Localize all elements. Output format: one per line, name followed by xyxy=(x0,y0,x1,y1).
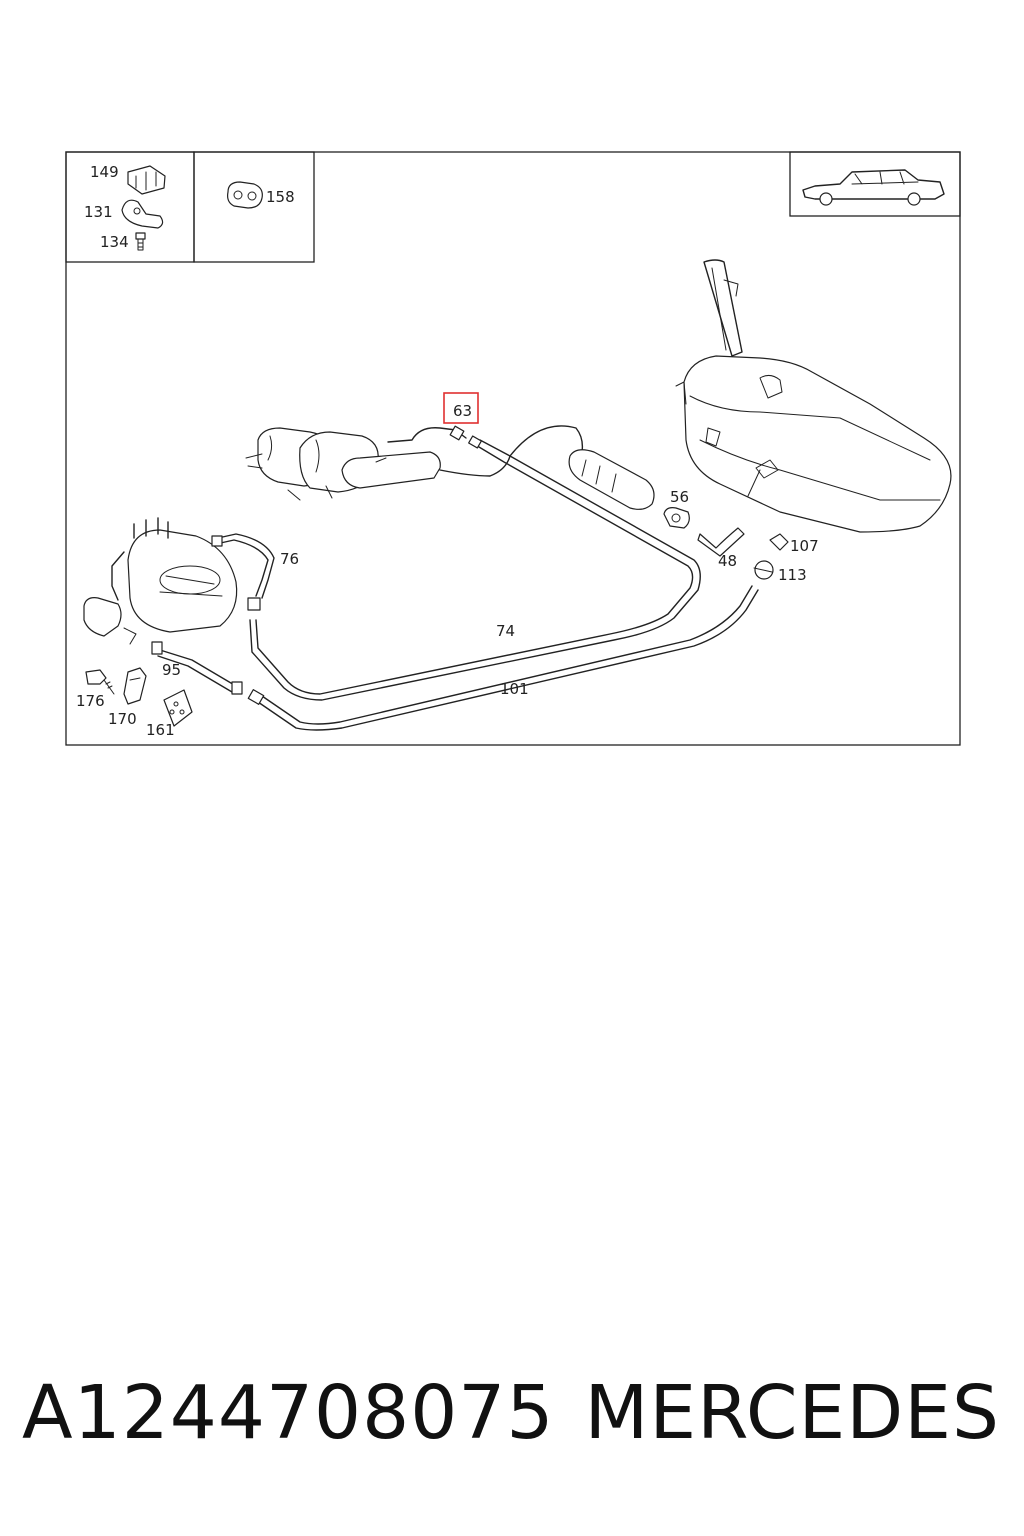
fuel-pump-assembly-icon xyxy=(245,425,584,501)
part-149-icon xyxy=(127,165,166,195)
callout-176: 176 xyxy=(76,692,105,710)
part-158-icon xyxy=(227,181,263,209)
fuel-line-63 xyxy=(449,425,467,441)
callout-48: 48 xyxy=(718,552,737,570)
callout-101: 101 xyxy=(500,680,529,698)
fuel-distributor-icon xyxy=(83,517,238,645)
hose-clamp-56-icon xyxy=(663,507,690,529)
callout-107: 107 xyxy=(790,537,819,555)
bolt-176-icon xyxy=(85,669,115,695)
diagram-frame xyxy=(65,151,961,746)
hose-48-icon xyxy=(697,527,745,557)
callout-158: 158 xyxy=(266,188,295,206)
footer-caption: A1244708075 MERCEDES xyxy=(0,1370,1024,1470)
fuel-filter-icon xyxy=(568,449,655,510)
plate-161-icon xyxy=(163,689,193,727)
callout-134: 134 xyxy=(100,233,129,251)
fuel-line-101 xyxy=(247,585,759,731)
part-134-icon xyxy=(135,232,146,251)
callout-131: 131 xyxy=(84,203,113,221)
bracket-170-icon xyxy=(123,667,147,705)
callout-74: 74 xyxy=(496,622,515,640)
callout-63-highlight xyxy=(443,392,479,424)
inset-box-clamps xyxy=(65,151,315,263)
fuel-line-95 xyxy=(151,641,243,695)
callout-113: 113 xyxy=(778,566,807,584)
callout-56: 56 xyxy=(670,488,689,506)
callout-161: 161 xyxy=(146,721,175,739)
part-131-icon xyxy=(121,199,164,229)
brand-name: MERCEDES xyxy=(584,1370,1000,1456)
vehicle-silhouette-icon xyxy=(789,151,961,217)
fuel-line-74 xyxy=(249,435,701,701)
callout-63: 63 xyxy=(453,402,472,420)
part-number: A1244708075 xyxy=(22,1370,555,1456)
callout-95: 95 xyxy=(162,661,181,679)
callout-76: 76 xyxy=(280,550,299,568)
fuel-tank-icon xyxy=(675,259,952,533)
callout-149: 149 xyxy=(90,163,119,181)
connector-107-icon xyxy=(769,533,789,551)
callout-170: 170 xyxy=(108,710,137,728)
fuel-line-76 xyxy=(211,533,275,611)
clip-113-icon xyxy=(753,560,774,580)
